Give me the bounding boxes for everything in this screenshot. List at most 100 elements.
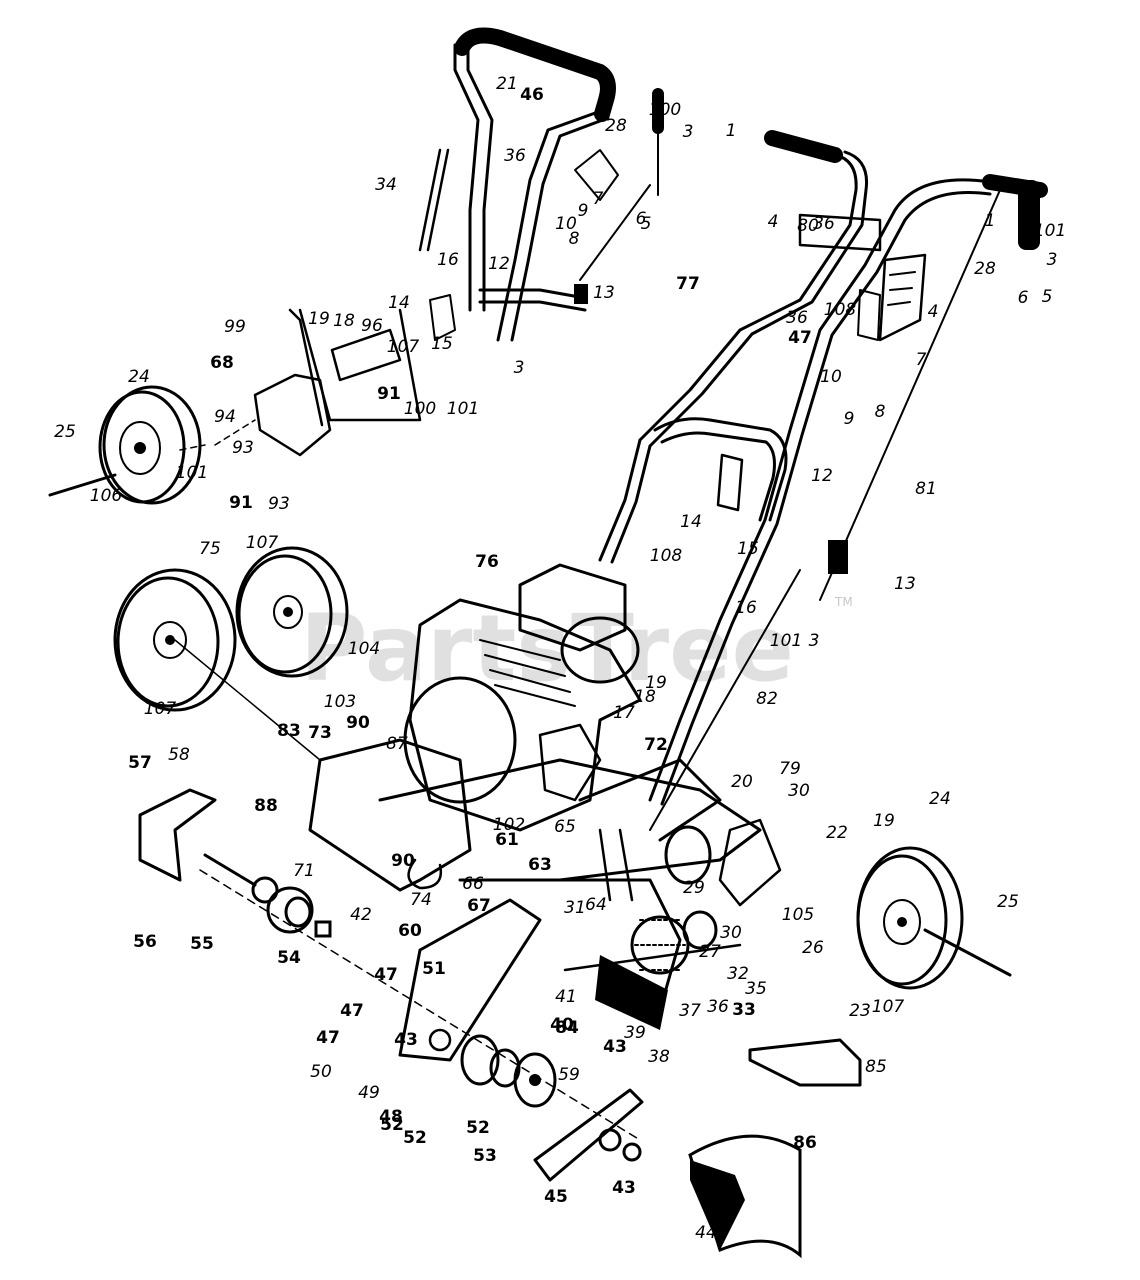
part-callout-101: 101 xyxy=(1034,221,1066,241)
part-callout-14: 14 xyxy=(388,293,410,313)
part-callout-107: 107 xyxy=(387,337,420,357)
part-callout-43: 43 xyxy=(394,1030,418,1050)
part-callout-88: 88 xyxy=(254,796,278,816)
part-callout-36: 36 xyxy=(786,308,808,328)
part-callout-28: 28 xyxy=(974,259,996,279)
part-callout-50: 50 xyxy=(310,1062,332,1082)
part-callout-93: 93 xyxy=(232,438,254,458)
part-callout-86: 86 xyxy=(793,1133,817,1153)
part-callout-28: 28 xyxy=(605,116,627,136)
part-callout-19: 19 xyxy=(873,811,895,831)
part-callout-67: 67 xyxy=(467,896,491,916)
part-callout-101: 101 xyxy=(176,463,208,483)
part-callout-18: 18 xyxy=(333,311,355,331)
part-callout-47: 47 xyxy=(340,1001,364,1021)
part-callout-14: 14 xyxy=(680,512,702,532)
part-callout-75: 75 xyxy=(199,539,221,559)
left-handle-assembly xyxy=(418,27,664,342)
guard-86-graphic xyxy=(748,1038,862,1087)
part-callout-19: 19 xyxy=(308,309,330,329)
part-callout-4: 4 xyxy=(928,302,939,322)
handle-lever-graphic xyxy=(1018,180,1040,250)
part-callout-12: 12 xyxy=(811,466,833,486)
part-callout-64: 64 xyxy=(585,895,607,915)
part-callout-13: 13 xyxy=(593,283,615,303)
part-callout-47: 47 xyxy=(374,965,398,985)
part-callout-52: 52 xyxy=(466,1118,490,1138)
lower-guards xyxy=(533,1038,862,1259)
part-callout-36: 36 xyxy=(707,997,729,1017)
part-callout-8: 8 xyxy=(569,229,580,249)
frame-deck xyxy=(308,738,782,907)
part-callout-30: 30 xyxy=(720,923,742,943)
part-callouts: 1133334455667788991010121213131414151516… xyxy=(54,74,1066,1243)
part-callout-103: 103 xyxy=(324,692,356,712)
part-callout-55: 55 xyxy=(190,934,214,954)
part-callout-107: 107 xyxy=(246,533,279,553)
part-callout-12: 12 xyxy=(488,254,510,274)
part-callout-23: 23 xyxy=(849,1001,871,1021)
part-callout-35: 35 xyxy=(745,979,767,999)
part-callout-87: 87 xyxy=(386,734,408,754)
part-callout-102: 102 xyxy=(493,815,525,835)
part-callout-72: 72 xyxy=(644,735,668,755)
part-callout-73: 73 xyxy=(308,723,332,743)
part-callout-45: 45 xyxy=(544,1187,568,1207)
part-callout-21: 21 xyxy=(496,74,518,94)
part-callout-57: 57 xyxy=(128,753,152,773)
part-callout-108: 108 xyxy=(650,546,683,566)
lower-left-parts xyxy=(138,788,641,1141)
part-callout-53: 53 xyxy=(473,1146,497,1166)
part-callout-91: 91 xyxy=(229,493,253,513)
handle-grip-21-graphic xyxy=(454,27,616,122)
part-callout-37: 37 xyxy=(679,1001,701,1021)
part-callout-107: 107 xyxy=(144,699,177,719)
part-callout-18: 18 xyxy=(634,687,656,707)
part-callout-30: 30 xyxy=(788,781,810,801)
part-callout-25: 25 xyxy=(997,892,1019,912)
part-callout-79: 79 xyxy=(779,759,801,779)
part-callout-51: 51 xyxy=(422,959,446,979)
part-callout-24: 24 xyxy=(929,789,951,809)
guard-45-graphic xyxy=(690,1160,745,1250)
part-callout-22: 22 xyxy=(826,823,848,843)
part-callout-101: 101 xyxy=(447,399,479,419)
part-callout-68: 68 xyxy=(210,353,234,373)
part-callout-3: 3 xyxy=(809,631,820,651)
lever-grip-graphic xyxy=(652,88,664,134)
part-callout-41: 41 xyxy=(555,987,577,1007)
part-callout-15: 15 xyxy=(737,539,759,559)
part-callout-74: 74 xyxy=(410,890,432,910)
part-callout-76: 76 xyxy=(475,552,499,572)
part-callout-104: 104 xyxy=(348,639,380,659)
part-callout-43: 43 xyxy=(603,1037,627,1057)
part-callout-96: 96 xyxy=(361,316,383,336)
part-callout-58: 58 xyxy=(168,745,190,765)
part-callout-3: 3 xyxy=(683,122,694,142)
part-callout-3: 3 xyxy=(514,358,525,378)
wheel-24-top-left xyxy=(48,385,202,505)
part-callout-17: 17 xyxy=(613,703,635,723)
part-callout-9: 9 xyxy=(844,409,855,429)
part-callout-85: 85 xyxy=(865,1057,887,1077)
wheel-24-right xyxy=(856,846,1012,990)
part-callout-16: 16 xyxy=(437,250,459,270)
part-callout-71: 71 xyxy=(293,861,315,881)
main-handle-assembly xyxy=(598,130,1048,831)
handle-bracket-13-graphic xyxy=(574,284,588,304)
part-callout-36: 36 xyxy=(504,146,526,166)
part-callout-90: 90 xyxy=(391,851,415,871)
part-callout-42: 42 xyxy=(350,905,372,925)
part-callout-33: 33 xyxy=(732,1000,756,1020)
part-callout-93: 93 xyxy=(268,494,290,514)
part-callout-1: 1 xyxy=(726,121,737,141)
part-callout-44: 44 xyxy=(695,1223,717,1243)
part-callout-100: 100 xyxy=(404,399,436,419)
part-callout-48: 48 xyxy=(379,1107,403,1127)
blade-guard-85-graphic xyxy=(595,955,668,1030)
part-callout-56: 56 xyxy=(133,932,157,952)
part-callout-8: 8 xyxy=(875,402,886,422)
part-callout-15: 15 xyxy=(431,334,453,354)
part-callout-66: 66 xyxy=(462,874,484,894)
